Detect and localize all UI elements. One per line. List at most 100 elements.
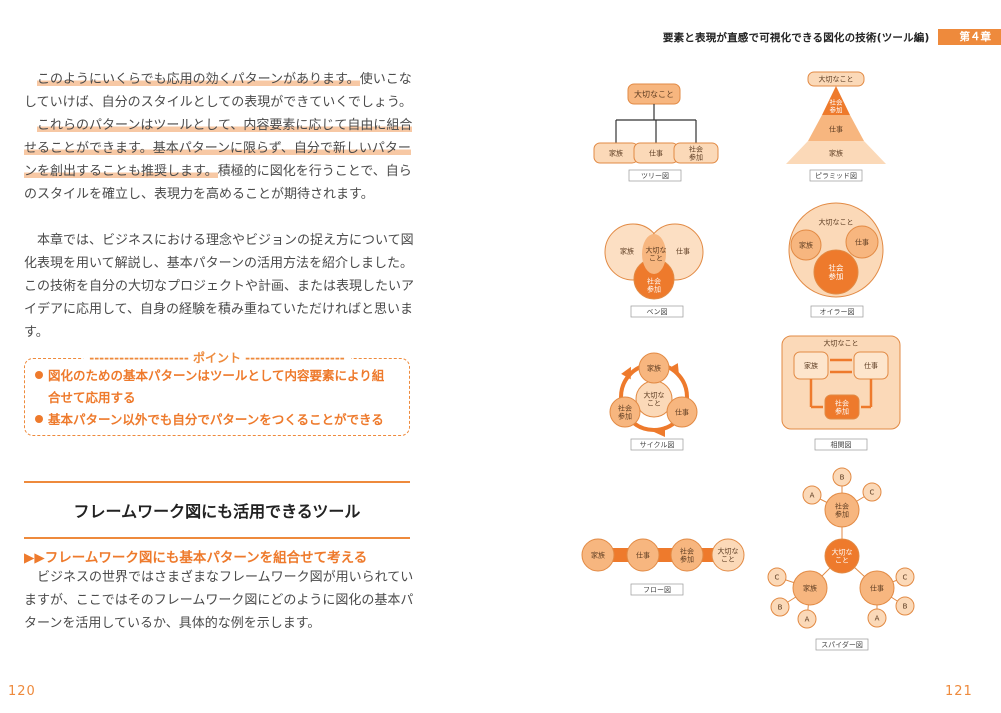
euler-b-label: 仕事: [855, 237, 869, 246]
cycle-arrow: [668, 363, 679, 376]
point-item-2: 基本パターン以外でも自分でパターンをつくることができる: [35, 409, 405, 431]
intro-segment: このようにいくらでも応用の効くパターンがあります。: [37, 72, 360, 87]
venn-center-label: 大切なこと: [646, 246, 667, 263]
spider-leaf: [767, 567, 787, 587]
spider-leaf: [797, 609, 817, 629]
cycle-node-label: 社会参加: [618, 404, 632, 421]
tree-node-label: 仕事: [649, 148, 663, 157]
venn-caption-frame: [630, 305, 684, 318]
pyramid-level-2: [808, 115, 864, 141]
bullet-icon: [35, 371, 43, 379]
euler-b: [845, 225, 879, 259]
spider-leaf: [895, 567, 915, 587]
spider-leaf-label: A: [810, 491, 815, 499]
euler-c: [813, 249, 859, 295]
bullet-icon: [35, 415, 43, 423]
relation-node-c: [824, 394, 860, 420]
spider-leaf-label: A: [875, 614, 880, 622]
cycle-arrow: [654, 426, 665, 437]
tree-caption-frame: [628, 169, 682, 182]
tree-node-label: 社会参加: [689, 145, 703, 162]
cycle-center-label: 大切なこと: [644, 391, 665, 408]
relation-node-b-label: 仕事: [864, 361, 878, 370]
page-number-right: 121: [945, 684, 973, 699]
cycle-node-label: 家族: [647, 363, 661, 372]
header-title: 要素と表現が直感で可視化できる図化の技術(ツール編): [662, 31, 930, 44]
point-item-1: 図化のための基本パターンはツールとして内容要素により組: [35, 365, 405, 387]
spider-leaf-label: B: [903, 602, 908, 610]
spider-caption-frame: [815, 638, 869, 651]
euler-a: [790, 229, 822, 261]
running-header: 要素と表現が直感で可視化できる図化の技術(ツール編) 第４章: [663, 29, 1001, 45]
intro-segment: 積極的に図化を行うことで、自らのスタイルを確立し、表現力を高めることが期待されま…: [24, 164, 412, 202]
euler-caption-frame: [810, 305, 864, 318]
spider-caption: スパイダー図: [821, 640, 863, 649]
spider-leaf-label: B: [778, 603, 783, 611]
pyramid-caption-frame: [809, 169, 863, 182]
pyramid-level-2-label: 仕事: [829, 124, 843, 133]
chapter-badge: 第４章: [937, 29, 1001, 45]
cycle-node: [609, 396, 641, 428]
relation-node-a-label: 家族: [804, 361, 818, 370]
section-rule-bottom: [24, 537, 410, 539]
spider-leaf: [862, 482, 882, 502]
intro-paragraph: このようにいくらでも応用の効くパターンがあります。使いこなしていけば、自分のスタ…: [24, 68, 414, 206]
relation-node-c-label: 社会参加: [835, 399, 849, 416]
relation-top-label: 大切なこと: [824, 338, 859, 347]
relation-caption-frame: [814, 438, 868, 451]
pyramid-level-1-label: 社会参加: [830, 98, 844, 114]
spider-leaf-label: C: [903, 573, 908, 581]
right-page: 要素と表現が直感で可視化できる図化の技術(ツール編) 第４章 大切なこと家族仕事…: [500, 0, 1001, 713]
spider-leaf: [770, 597, 790, 617]
venn-a-label: 家族: [620, 246, 634, 255]
euler-outer-label: 大切なこと: [819, 217, 854, 226]
pyramid-level-3-label: 家族: [829, 148, 843, 157]
spider-hub-label: 仕事: [870, 583, 884, 592]
section-rule-top: [24, 481, 410, 483]
spider-leaf: [832, 467, 852, 487]
chapter-summary-paragraph: 本章では、ビジネスにおける理念やビジョンの捉え方について図化表現を用いて解説し、…: [24, 233, 415, 340]
spider-leaf: [895, 596, 915, 616]
cycle-node: [638, 352, 670, 384]
flow-node: [581, 538, 615, 572]
euler-a-label: 家族: [799, 240, 813, 249]
venn-b-label: 仕事: [676, 246, 690, 255]
point-box: -------------------- ポイント --------------…: [24, 350, 410, 436]
flow-node: [670, 538, 704, 572]
cycle-caption: サイクル図: [640, 441, 675, 449]
section-title: フレームワーク図にも活用できるツール: [73, 502, 361, 521]
pyramid-caption: ピラミッド図: [815, 172, 857, 180]
flow-node: [711, 538, 745, 572]
flow-node-label: 家族: [591, 550, 605, 559]
spider-leaf-label: A: [805, 615, 810, 623]
euler-caption: オイラー図: [820, 308, 855, 316]
venn-c-label: 社会参加: [647, 277, 661, 294]
spider-hub: [859, 570, 895, 606]
cycle-caption-frame: [630, 438, 684, 451]
pyramid-level-1: [822, 86, 850, 115]
flow-caption-frame: [630, 583, 684, 596]
sub-heading: ▶▶フレームワーク図にも基本パターンを組合せて考える: [24, 550, 368, 566]
page-number-left: 120: [8, 684, 36, 699]
left-page: このようにいくらでも応用の効くパターンがあります。使いこなしていけば、自分のスタ…: [0, 0, 500, 713]
flow-node-label: 社会参加: [680, 547, 694, 564]
flow-node-label: 仕事: [636, 550, 650, 559]
flow-node-label: 大切なこと: [718, 547, 739, 564]
cycle-arrow: [621, 366, 631, 380]
framework-paragraph: ビジネスの世界ではさまざまなフレームワーク図が用いられていますが、ここではそのフ…: [24, 570, 414, 631]
cycle-node-label: 仕事: [675, 407, 689, 416]
spider-hub: [792, 570, 828, 606]
spider-leaf: [802, 485, 822, 505]
tree-caption: ツリー図: [641, 172, 669, 180]
spider-leaf-label: B: [840, 473, 845, 481]
pyramid-top-label-label: 大切なこと: [819, 74, 854, 83]
tree-node-label: 家族: [609, 148, 623, 157]
spider-leaf-label: C: [775, 573, 780, 581]
flow-caption: フロー図: [643, 586, 671, 594]
venn-caption: ベン図: [647, 308, 668, 316]
spider-hub-label: 家族: [803, 583, 817, 592]
cycle-node: [666, 396, 698, 428]
point-item-1-cont: 合せて応用する: [48, 390, 136, 405]
relation-caption: 相関図: [831, 440, 852, 449]
spider-leaf: [867, 608, 887, 628]
